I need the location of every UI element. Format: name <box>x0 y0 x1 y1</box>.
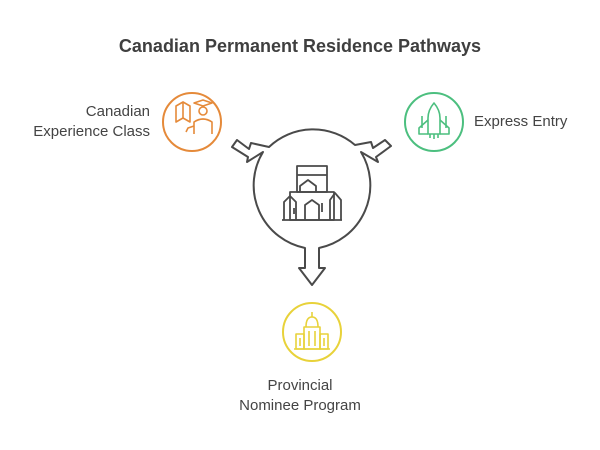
label-line: Canadian <box>85 103 150 120</box>
pathway-provincial-nominee-program <box>282 302 342 362</box>
graduate-books-icon <box>175 99 213 134</box>
hub-outline-with-arrows <box>231 128 392 286</box>
label-canadian-experience-class: Canadian Experience Class <box>30 102 150 142</box>
pathway-express-entry <box>404 92 464 152</box>
capitol-building-icon <box>294 312 330 350</box>
hub <box>231 128 392 286</box>
label-line: Experience Class <box>33 123 150 140</box>
label-express-entry: Express Entry <box>474 113 568 130</box>
space-shuttle-icon <box>418 102 450 139</box>
label-line: Nominee Program <box>239 397 361 414</box>
label-provincial-nominee-program: Provincial Nominee Program <box>200 376 400 416</box>
pathway-canadian-experience-class <box>162 92 222 152</box>
castle-icon <box>282 165 342 221</box>
diagram-title: Canadian Permanent Residence Pathways <box>118 36 482 56</box>
label-line: Provincial <box>267 377 333 394</box>
